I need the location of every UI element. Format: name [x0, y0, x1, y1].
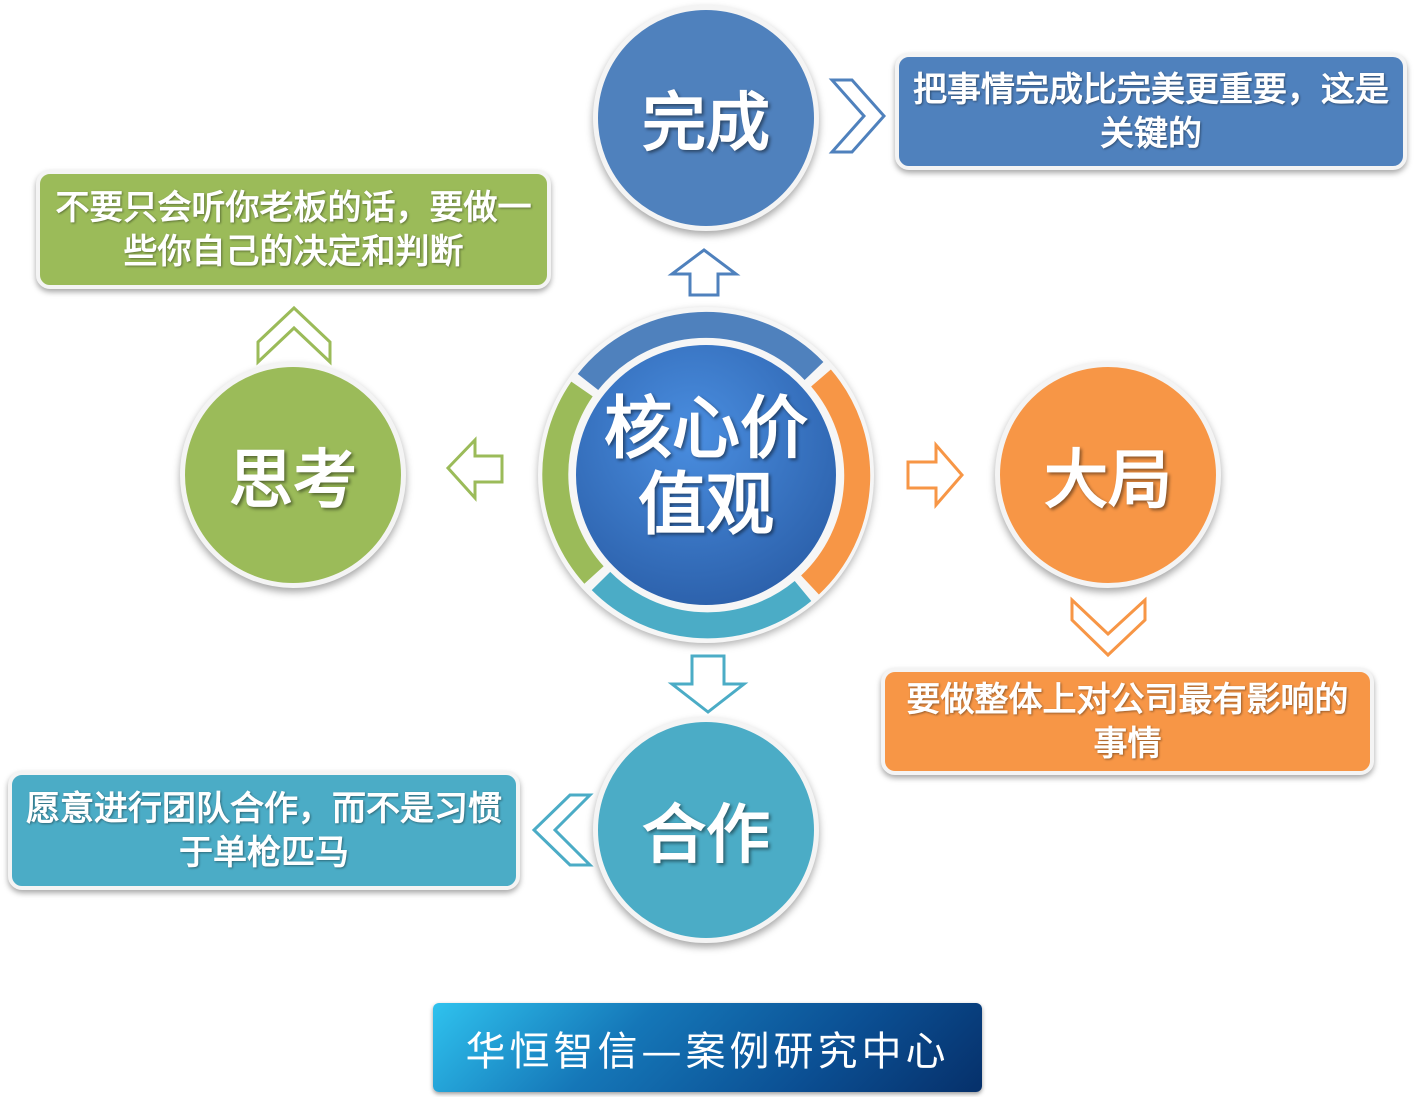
node-thinking-label: 思考: [229, 444, 357, 518]
arrow-left-icon: [445, 436, 504, 502]
desc-teamwork: 愿意进行团队合作，而不是习惯于单枪匹马: [8, 771, 520, 890]
footer-banner: 华恒智信—案例研究中心: [433, 1003, 982, 1092]
chevron-right-icon: [828, 78, 887, 154]
center-ring-segments: [542, 311, 871, 639]
desc-big-picture: 要做整体上对公司最有影响的事情: [881, 668, 1374, 775]
chevron-down-icon: [1070, 596, 1147, 658]
center-circle: [570, 339, 842, 611]
ring-segment-orange: [800, 369, 871, 595]
node-complete: 完成: [593, 5, 819, 231]
desc-thinking-text: 不要只会听你老板的话，要做一些你自己的决定和判断: [55, 187, 532, 272]
footer-banner-text: 华恒智信—案例研究中心: [465, 1028, 950, 1075]
ring-segment-green: [542, 381, 604, 584]
chevron-up-icon: [256, 305, 332, 366]
ring-segment-blue: [577, 311, 824, 391]
center-title-line2: 值观: [637, 466, 774, 545]
node-teamwork: 合作: [593, 717, 819, 943]
arrow-down-icon: [667, 654, 749, 714]
desc-teamwork-text: 愿意进行团队合作，而不是习惯于单枪匹马: [26, 788, 502, 873]
center-title: 核心价 值观: [586, 392, 826, 544]
chevron-left-icon: [531, 793, 594, 867]
node-complete-label: 完成: [642, 87, 770, 161]
node-thinking: 思考: [180, 362, 406, 588]
desc-complete-text: 把事情完成比完美更重要，这是关键的: [913, 69, 1389, 154]
desc-thinking: 不要只会听你老板的话，要做一些你自己的决定和判断: [36, 170, 551, 289]
node-big-picture-label: 大局: [1044, 444, 1172, 518]
desc-big-picture-text: 要做整体上对公司最有影响的事情: [906, 679, 1349, 764]
center-title-line1: 核心价: [603, 390, 808, 469]
ring-segment-teal: [591, 571, 812, 639]
arrow-up-icon: [667, 248, 741, 297]
arrow-right-icon: [906, 440, 964, 510]
node-teamwork-label: 合作: [642, 799, 770, 873]
desc-complete: 把事情完成比完美更重要，这是关键的: [895, 53, 1407, 170]
node-big-picture: 大局: [995, 362, 1221, 588]
